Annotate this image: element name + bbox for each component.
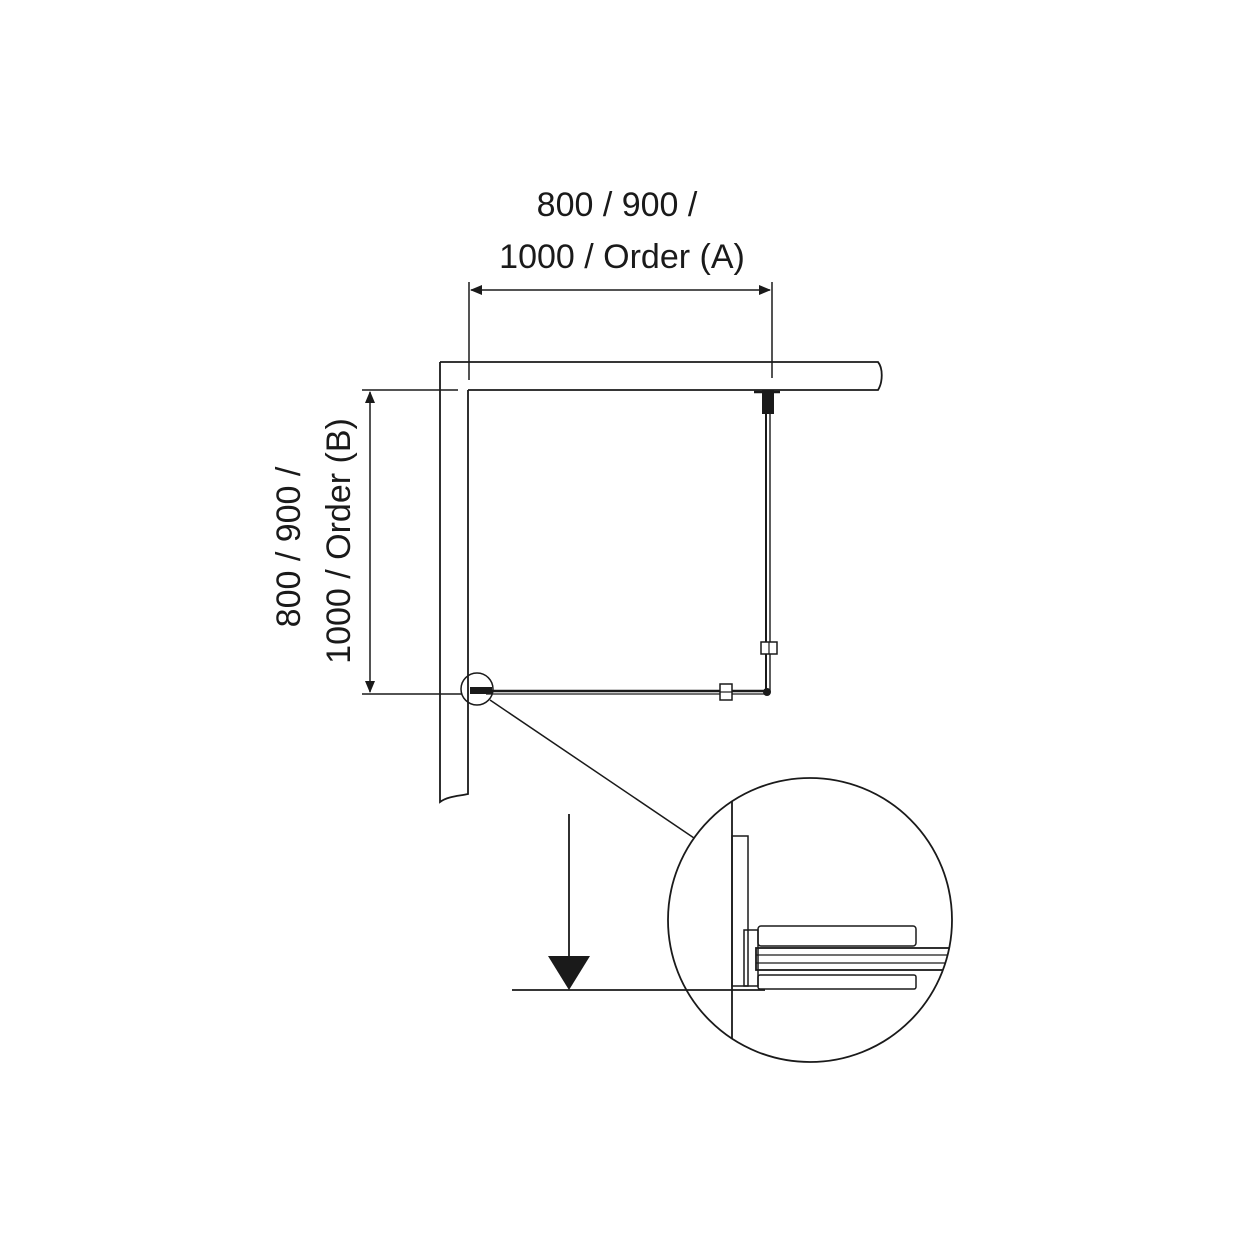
detail-glass bbox=[755, 947, 952, 971]
detail-circle bbox=[667, 777, 953, 1063]
detail-wall-profile bbox=[731, 835, 749, 987]
wall-profile-bottom bbox=[470, 687, 492, 694]
dimension-b-label-line1: 800 / 900 / bbox=[270, 466, 308, 627]
dimension-b: 800 / 900 / 1000 / Order (B) bbox=[270, 389, 462, 695]
dimension-a: 800 / 900 / 1000 / Order (A) bbox=[468, 186, 773, 380]
detail-leader-line bbox=[489, 699, 695, 839]
dimension-a-label-line1: 800 / 900 / bbox=[537, 186, 698, 224]
detail-seal-bottom bbox=[757, 974, 917, 990]
wall-profile-top bbox=[762, 390, 774, 414]
detail-direction-arrow-head bbox=[548, 956, 590, 990]
detail-callout bbox=[460, 672, 953, 1063]
detail-enlarged bbox=[731, 778, 952, 1062]
dimension-b-label-line2: 1000 / Order (B) bbox=[320, 418, 358, 664]
side-wall bbox=[439, 362, 469, 804]
enclosure bbox=[470, 390, 780, 701]
detail-seal-top bbox=[757, 925, 917, 947]
back-wall bbox=[440, 361, 883, 391]
dimension-a-label-line2: 1000 / Order (A) bbox=[499, 238, 745, 276]
walls bbox=[439, 361, 883, 804]
corner-joint bbox=[763, 688, 771, 696]
detail-marker-circle bbox=[460, 672, 494, 706]
